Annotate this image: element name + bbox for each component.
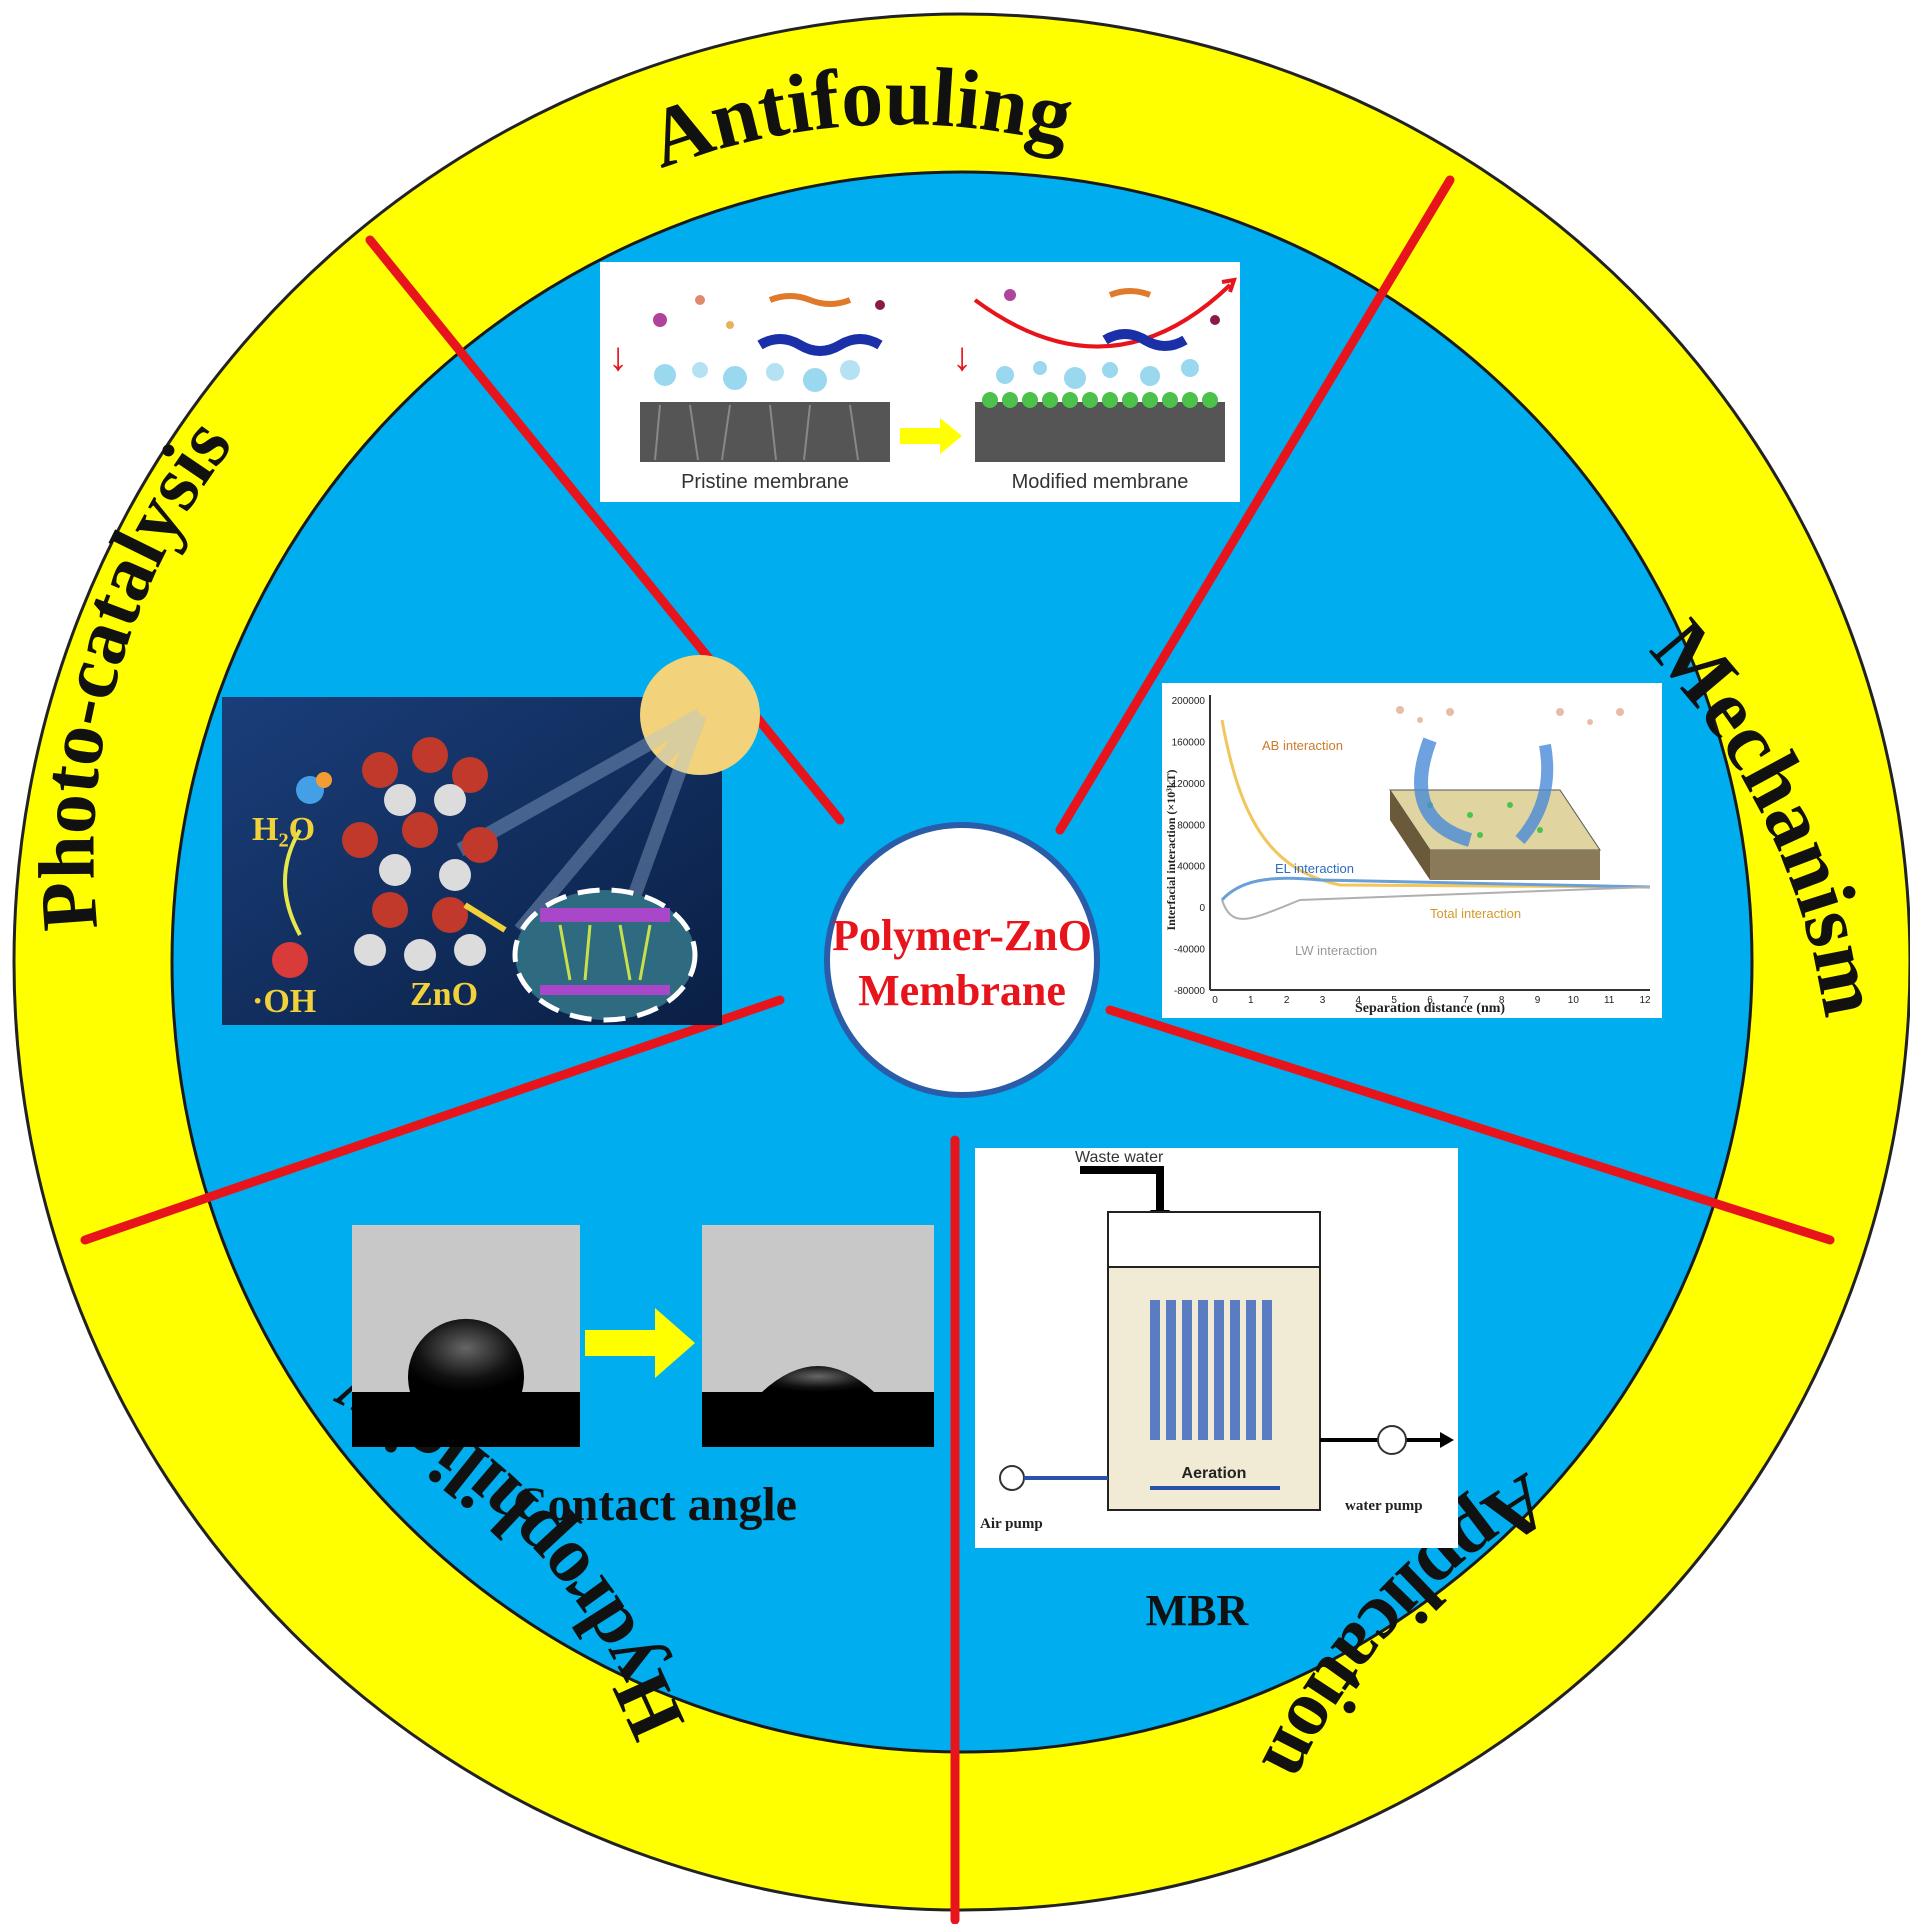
air-pump-label: Air pump <box>980 1516 1043 1532</box>
mbr-caption: MBR <box>1146 1586 1250 1635</box>
yellow-arrow-icon <box>900 418 962 454</box>
water-pump-icon <box>1377 1425 1407 1455</box>
aeration-label: Aeration <box>1182 1465 1247 1482</box>
lw-interaction-curve <box>1221 886 1651 920</box>
membrane-module <box>1198 1300 1208 1440</box>
lw-interaction-label: LW interaction <box>1295 943 1377 958</box>
membrane-module <box>1166 1300 1176 1440</box>
zno-label: ZnO <box>410 976 478 1013</box>
pristine-membrane-image <box>640 402 890 462</box>
x-tick-label: 8 <box>1499 995 1505 1006</box>
x-tick-label: 6 <box>1427 995 1433 1006</box>
membrane-module <box>1230 1300 1240 1440</box>
y-tick-label: 40000 <box>1177 862 1205 873</box>
y-tick-label: 120000 <box>1172 779 1206 790</box>
water-pump-label: water pump <box>1345 1498 1423 1514</box>
y-tick-label: -40000 <box>1174 945 1206 956</box>
membrane-module <box>1214 1300 1224 1440</box>
sun-icon <box>640 655 760 775</box>
x-tick-label: 9 <box>1535 995 1541 1006</box>
y-axis-ticks: 200000 160000 120000 80000 40000 0 -40000 -8000… <box>1172 696 1206 997</box>
pristine-membrane-label: Pristine membrane <box>681 471 849 493</box>
down-arrow-icon-2: ↓ <box>952 334 972 379</box>
x-axis-label: Separation distance (nm) <box>1355 1001 1505 1016</box>
antifouling-panel: ↓ Pristine membrane ↓ Modified membrane <box>600 262 1240 502</box>
y-tick-label: 160000 <box>1172 737 1206 748</box>
y-axis-label: Interfacial interaction (×10³kT) <box>1164 769 1178 930</box>
x-tick-label: 12 <box>1639 995 1651 1006</box>
modified-membrane-image <box>975 402 1225 462</box>
membrane-module <box>1246 1300 1256 1440</box>
center-title-line2: Membrane <box>858 966 1066 1015</box>
zno-lattice <box>342 737 498 971</box>
total-interaction-label: Total interaction <box>1430 906 1521 921</box>
x-tick-label: 10 <box>1568 995 1580 1006</box>
foulant-particles-left <box>653 293 885 392</box>
membrane-modules <box>1150 1300 1272 1440</box>
y-tick-label: 200000 <box>1172 696 1206 707</box>
x-tick-label: 5 <box>1391 995 1397 1006</box>
ab-interaction-label: AB interaction <box>1262 738 1343 753</box>
mechanism-panel: 200000 160000 120000 80000 40000 0 -40000 -8000… <box>1162 683 1662 1018</box>
x-tick-label: 3 <box>1320 995 1326 1006</box>
section-dividers <box>80 175 1835 1924</box>
x-tick-label: 11 <box>1604 995 1615 1006</box>
el-interaction-label: EL interaction <box>1275 861 1354 876</box>
down-arrow-icon: ↓ <box>608 334 628 379</box>
y-tick-label: 0 <box>1199 903 1205 914</box>
waste-water-label: Waste water <box>1075 1149 1164 1166</box>
yellow-arrow-icon-2 <box>585 1308 695 1378</box>
h2o-label: H₂O <box>252 811 315 848</box>
center-circle <box>824 822 1100 1098</box>
air-pump-icon <box>999 1465 1025 1491</box>
el-interaction-curve <box>1220 876 1651 902</box>
y-tick-label: -80000 <box>1174 986 1206 997</box>
x-tick-label: 2 <box>1284 995 1290 1006</box>
oh-label: ·OH <box>252 983 316 1020</box>
center-title-line1: Polymer-ZnO <box>832 911 1092 960</box>
x-tick-label: 7 <box>1463 995 1469 1006</box>
x-tick-label: 1 <box>1248 995 1254 1006</box>
membrane-module <box>1182 1300 1192 1440</box>
x-tick-label: 0 <box>1212 995 1218 1006</box>
hydrophilicity-panel: Contact angle <box>352 1225 934 1531</box>
membrane-module <box>1262 1300 1272 1440</box>
contact-angle-caption: Contact angle <box>513 1478 797 1531</box>
photocatalysis-panel: H₂O ·OH ZnO <box>222 655 760 1025</box>
application-panel: Waste water Aeration Air pump water pump… <box>975 1148 1458 1635</box>
x-tick-label: 4 <box>1356 995 1362 1006</box>
membrane-module <box>1150 1300 1160 1440</box>
y-tick-label: 80000 <box>1177 820 1205 831</box>
modified-membrane-label: Modified membrane <box>1012 471 1189 493</box>
